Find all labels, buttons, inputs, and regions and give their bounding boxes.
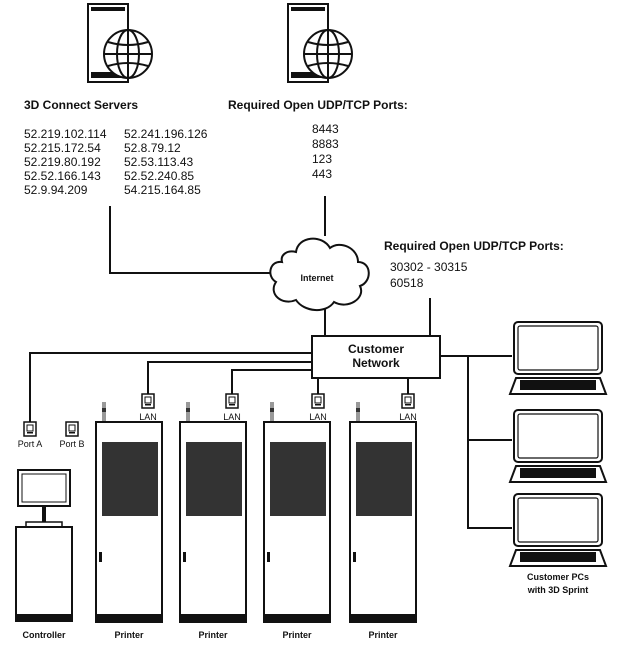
lan-port-icon <box>141 393 155 409</box>
lan-label: LAN <box>399 412 417 422</box>
controller-icon <box>15 469 73 622</box>
port-value: 443 <box>312 167 332 181</box>
port-b-label: Port B <box>59 439 84 449</box>
server-ip: 52.219.80.192 <box>24 155 101 169</box>
printer-icon <box>263 401 331 623</box>
server-ip: 52.52.240.85 <box>124 169 194 183</box>
customer-network-box <box>311 335 441 379</box>
server-globe-icon <box>287 3 353 83</box>
printer-label: Printer <box>198 630 228 640</box>
internet-cloud-icon <box>269 237 370 311</box>
pcs-trunk-line <box>467 356 512 529</box>
port-a-label: Port A <box>18 439 43 449</box>
port-b-icon <box>65 421 79 437</box>
server-ip: 52.8.79.12 <box>124 141 181 155</box>
pc-icon <box>509 409 607 483</box>
printer-icon <box>349 401 417 623</box>
pc-icon <box>509 493 607 567</box>
network-label-line2: Network <box>352 356 400 370</box>
network-to-controller-line <box>29 352 312 422</box>
server-ip: 54.215.164.85 <box>124 183 201 197</box>
controller-label: Controller <box>22 630 65 640</box>
printer-icon <box>179 401 247 623</box>
internet-label: Internet <box>300 273 333 283</box>
port-value: 123 <box>312 152 332 166</box>
lan-port-icon <box>225 393 239 409</box>
port-value: 30302 - 30315 <box>390 260 468 274</box>
network-to-lan1-line <box>147 361 312 394</box>
lan-label: LAN <box>139 412 157 422</box>
port-value: 8443 <box>312 122 339 136</box>
lan-port-icon <box>311 393 325 409</box>
lan-label: LAN <box>309 412 327 422</box>
network-to-lan2-line <box>231 369 312 394</box>
server-ip: 52.241.196.126 <box>124 127 208 141</box>
pcs-label-line1: Customer PCs <box>527 572 589 582</box>
network-label-line1: Customer <box>348 342 404 356</box>
lan-label: LAN <box>223 412 241 422</box>
server-ip: 52.52.166.143 <box>24 169 101 183</box>
server-globe-icon <box>87 3 153 83</box>
printer-label: Printer <box>368 630 398 640</box>
ports-top-heading: Required Open UDP/TCP Ports: <box>228 98 408 112</box>
port-a-icon <box>23 421 37 437</box>
server-ip: 52.219.102.114 <box>24 127 107 141</box>
printer-label: Printer <box>282 630 312 640</box>
lan-port-icon <box>401 393 415 409</box>
pcs-label-line2: with 3D Sprint <box>527 585 589 595</box>
pc-icon <box>509 321 607 395</box>
printer-icon <box>95 401 163 623</box>
server-ip: 52.53.113.43 <box>124 155 194 169</box>
server-ip: 52.9.94.209 <box>24 183 88 197</box>
servers-heading: 3D Connect Servers <box>24 98 138 112</box>
server-ip: 52.215.172.54 <box>24 141 101 155</box>
port-value: 60518 <box>390 276 424 290</box>
port-value: 8883 <box>312 137 339 151</box>
servers-to-internet-line <box>109 206 272 274</box>
printer-label: Printer <box>114 630 144 640</box>
ports-right-heading: Required Open UDP/TCP Ports: <box>384 239 564 253</box>
